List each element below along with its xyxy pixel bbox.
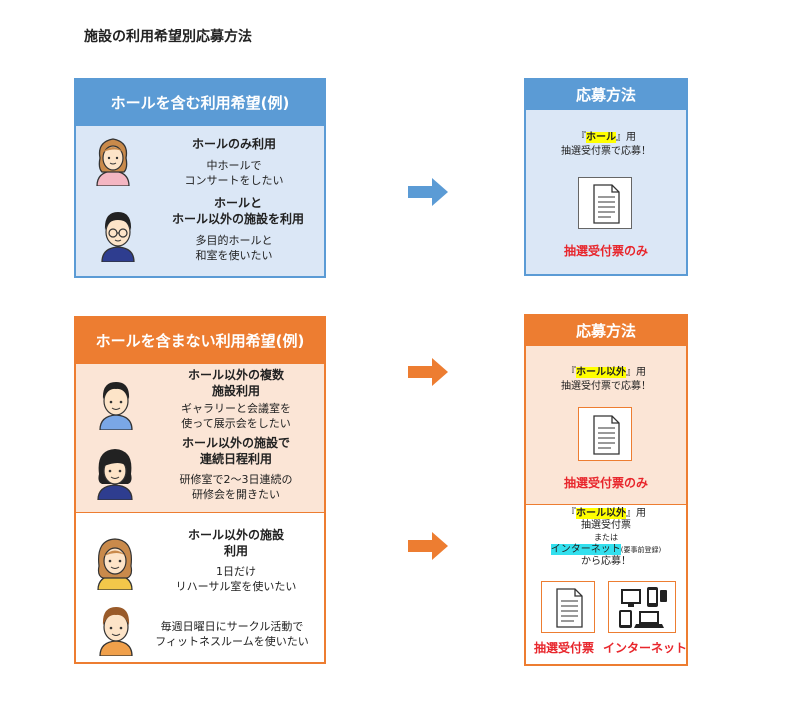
application-instruction: 『ホール以外』用 抽選受付票で応募！ — [561, 367, 651, 392]
arrow-right-icon — [408, 358, 448, 386]
item-description: 毎週日曜日にサークル活動でフィットネスルームを使いたい — [155, 620, 309, 648]
man-avatar-icon — [99, 382, 133, 430]
document-icon — [578, 407, 632, 461]
woman-short-hair-avatar-icon — [97, 449, 133, 500]
hall-inclusive-header: ホールを含む利用希望(例) — [74, 78, 326, 126]
item-description: 1日だけリハーサル室を使いたい — [175, 565, 297, 593]
item-description: ギャラリーと会議室を使って展示会をしたい — [181, 402, 291, 430]
document-icon — [578, 177, 632, 229]
item-title: ホール以外の施設で連続日程利用 — [181, 436, 290, 466]
application-instruction: 『ホール』用 抽選受付票で応募！ — [561, 132, 651, 157]
item-description: 中ホールでコンサートをしたい — [184, 159, 284, 187]
internet-label: インターネット — [602, 641, 687, 655]
item-title: ホール以外の複数施設利用 — [187, 368, 284, 398]
divider — [76, 512, 324, 513]
non-hall-header: ホールを含まない利用希望(例) — [74, 316, 326, 364]
item-title: ホールのみ利用 — [191, 137, 276, 151]
paper-only-label: 抽選受付票のみ — [563, 244, 648, 258]
application-method-header: 応募方法 — [524, 78, 688, 110]
divider — [526, 504, 686, 505]
item-description: 多目的ホールと和室を使いたい — [195, 234, 273, 262]
application-method-header: 応募方法 — [524, 314, 688, 346]
devices-icon — [608, 581, 676, 633]
arrow-right-icon — [408, 532, 448, 560]
application-instruction: 『ホール以外』用 抽選受付票 または インターネット(要事前登録) から応募！ — [550, 508, 662, 567]
man-with-glasses-avatar-icon — [101, 212, 135, 262]
item-title: ホールとホール以外の施設を利用 — [171, 196, 304, 226]
woman-long-hair-avatar-icon — [97, 538, 133, 590]
arrow-right-icon — [408, 178, 448, 206]
document-icon — [541, 581, 595, 633]
man-brown-hair-avatar-icon — [99, 607, 133, 656]
item-title: ホール以外の施設利用 — [187, 528, 284, 558]
woman-avatar-icon — [96, 138, 130, 186]
paper-only-label: 抽選受付票のみ — [563, 476, 648, 490]
item-description: 研修室で2～3日連続の研修会を開きたい — [179, 473, 293, 501]
page-title: 施設の利用希望別応募方法 — [84, 29, 252, 45]
paper-form-label: 抽選受付票 — [533, 641, 594, 655]
